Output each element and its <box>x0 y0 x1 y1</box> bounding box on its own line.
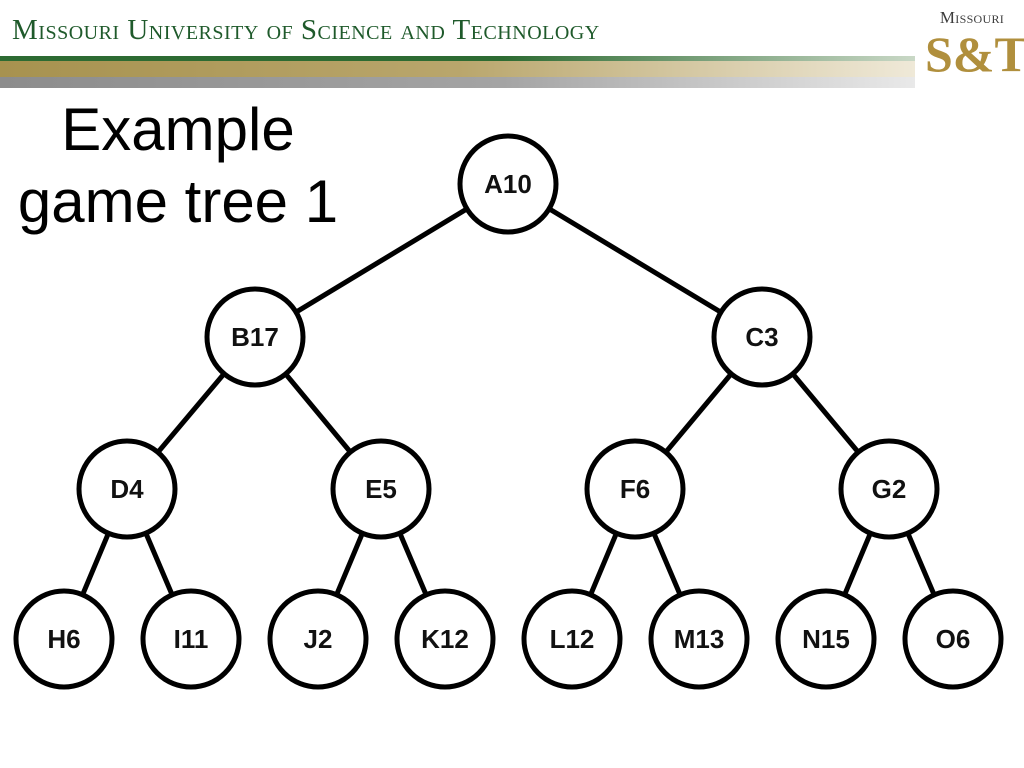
tree-node-k: K12 <box>394 588 496 690</box>
tree-node-circle <box>76 438 178 540</box>
tree-node-g: G2 <box>838 438 940 540</box>
tree-node-label: B17 <box>231 322 279 352</box>
tree-node-a: A10 <box>457 133 559 235</box>
tree-node-label: H6 <box>47 624 80 654</box>
tree-node-m: M13 <box>648 588 750 690</box>
header-band-green <box>0 56 915 61</box>
tree-node-label: G2 <box>872 474 907 504</box>
tree-node-circle <box>902 588 1004 690</box>
tree-node-circle <box>457 133 559 235</box>
tree-node-o: O6 <box>902 588 1004 690</box>
tree-node-label: A10 <box>484 169 532 199</box>
tree-node-c: C3 <box>711 286 813 388</box>
tree-node-circle <box>140 588 242 690</box>
university-name: Missouri University of Science and Techn… <box>12 14 600 46</box>
tree-node-d: D4 <box>76 438 178 540</box>
tree-node-label: E5 <box>365 474 397 504</box>
tree-node-circle <box>711 286 813 388</box>
tree-node-label: C3 <box>745 322 778 352</box>
tree-node-label: N15 <box>802 624 850 654</box>
tree-node-circle <box>648 588 750 690</box>
tree-node-label: O6 <box>936 624 971 654</box>
tree-node-h: H6 <box>13 588 115 690</box>
tree-node-label: M13 <box>674 624 725 654</box>
tree-node-circle <box>775 588 877 690</box>
tree-node-circle <box>13 588 115 690</box>
tree-node-circle <box>394 588 496 690</box>
slide-header: Missouri University of Science and Techn… <box>0 0 1024 90</box>
tree-node-label: L12 <box>550 624 595 654</box>
tree-node-i: I11 <box>140 588 242 690</box>
university-logo: Missouri S&T <box>925 8 1024 84</box>
tree-node-e: E5 <box>330 438 432 540</box>
logo-top-text: Missouri <box>939 8 1005 27</box>
logo-mark: S&T <box>925 26 1024 82</box>
tree-edges <box>61 181 956 640</box>
tree-node-label: F6 <box>620 474 650 504</box>
slide-title-line1: Example <box>61 96 295 163</box>
tree-node-n: N15 <box>775 588 877 690</box>
tree-node-l: L12 <box>521 588 623 690</box>
slide-title: Example game tree 1 <box>8 94 348 238</box>
tree-node-label: I11 <box>174 624 209 654</box>
tree-node-label: D4 <box>110 474 144 504</box>
tree-node-circle <box>267 588 369 690</box>
slide-title-line2: game tree 1 <box>17 168 339 235</box>
tree-node-f: F6 <box>584 438 686 540</box>
tree-node-label: K12 <box>421 624 469 654</box>
tree-node-circle <box>204 286 306 388</box>
tree-node-j: J2 <box>267 588 369 690</box>
tree-node-b: B17 <box>204 286 306 388</box>
header-band-gold <box>0 61 915 77</box>
tree-node-circle <box>521 588 623 690</box>
tree-node-circle <box>838 438 940 540</box>
tree-node-circle <box>584 438 686 540</box>
header-band-gray <box>0 77 915 88</box>
tree-node-label: J2 <box>304 624 333 654</box>
tree-node-circle <box>330 438 432 540</box>
